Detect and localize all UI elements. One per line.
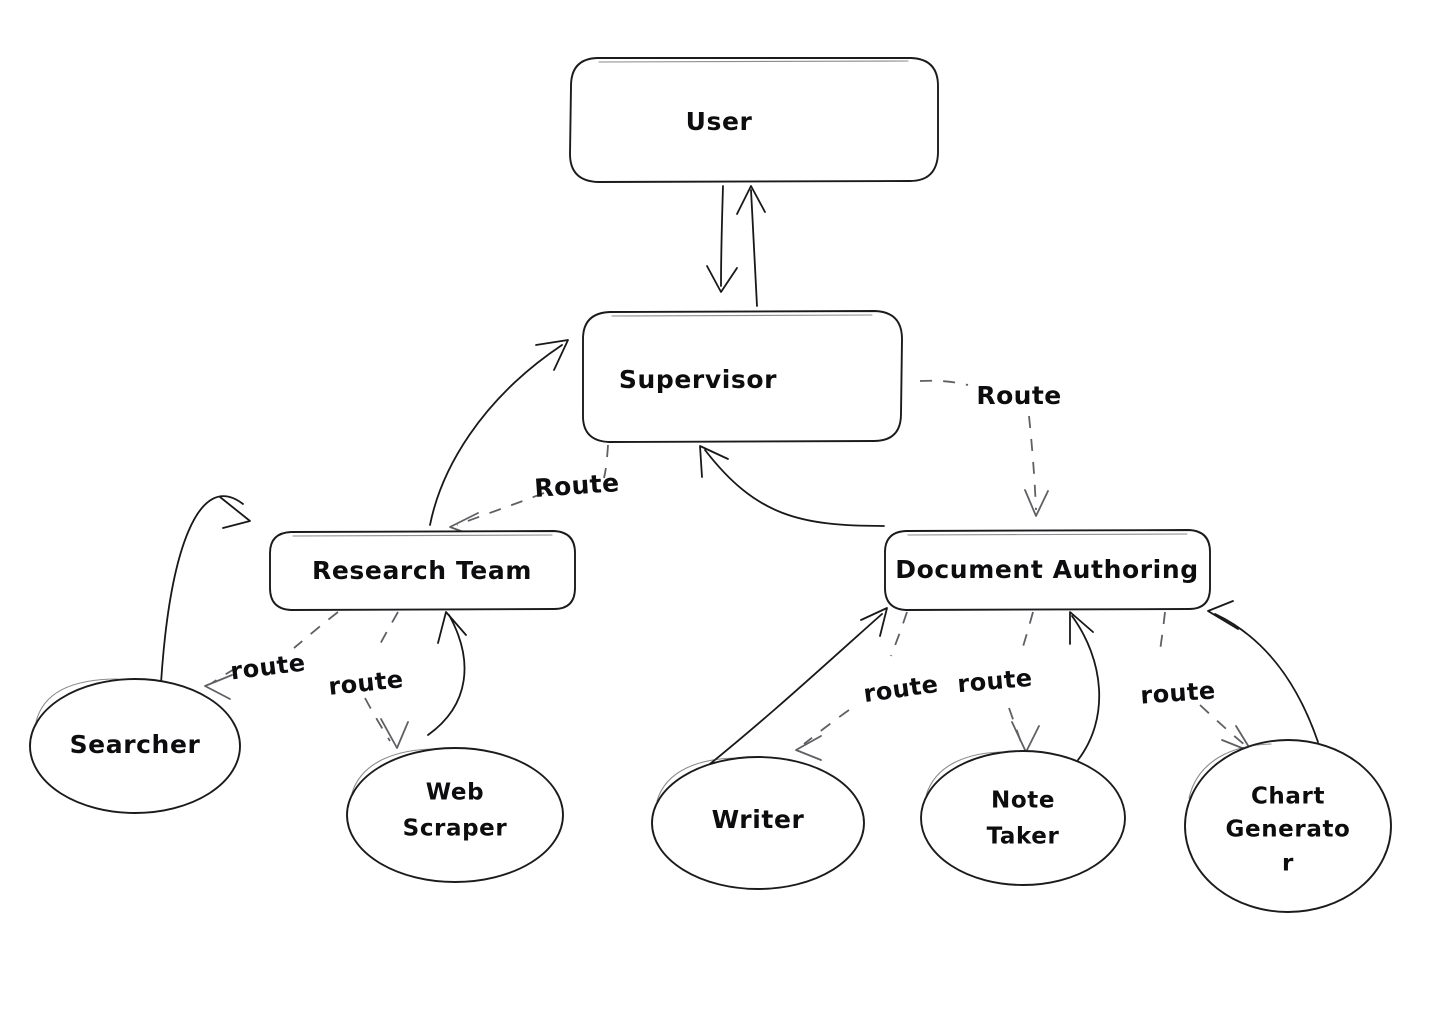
edge-searcher-to-research[interactable] — [159, 495, 251, 701]
edge-supervisor-to-user[interactable] — [736, 185, 766, 307]
node-note-taker-label-line2: Taker — [987, 824, 1060, 850]
edge-label-route-research-scraper: route — [327, 665, 405, 701]
node-chart-generator[interactable]: Chart Generato r — [1184, 739, 1392, 913]
node-searcher-label: Searcher — [70, 730, 201, 759]
edge-research-to-searcher[interactable] — [204, 611, 339, 700]
node-supervisor[interactable]: Supervisor — [582, 310, 903, 443]
node-user[interactable]: User — [569, 57, 939, 183]
edge-label-route-research-searcher: route — [229, 649, 307, 686]
edge-authoring-to-writer[interactable] — [795, 611, 908, 761]
node-web-scraper[interactable]: Web Scraper — [346, 747, 564, 883]
node-research-team[interactable]: Research Team — [269, 530, 576, 611]
edge-label-route-authoring-notetaker: route — [956, 664, 1033, 698]
node-document-authoring-label: Document Authoring — [895, 555, 1198, 584]
edge-label-route-supervisor-research: Route — [533, 468, 620, 503]
edge-notetaker-to-authoring[interactable] — [1069, 611, 1101, 761]
node-web-scraper-label-line2: Scraper — [403, 816, 508, 842]
node-web-scraper-label-line1: Web — [426, 780, 484, 806]
node-writer-label: Writer — [712, 805, 805, 834]
edge-writer-to-authoring[interactable] — [699, 607, 888, 773]
node-document-authoring[interactable]: Document Authoring — [884, 529, 1211, 611]
node-research-team-label: Research Team — [312, 556, 532, 585]
edge-label-route-authoring-chartgen: route — [1139, 676, 1216, 709]
edge-scraper-to-research[interactable] — [427, 611, 467, 736]
node-chart-generator-label-line3: r — [1282, 851, 1294, 877]
node-writer[interactable]: Writer — [651, 756, 865, 890]
node-user-label: User — [686, 107, 753, 136]
edge-label-route-supervisor-authoring: Route — [976, 381, 1061, 410]
node-note-taker-label-line1: Note — [991, 788, 1055, 814]
edge-research-to-supervisor[interactable] — [429, 339, 569, 526]
node-chart-generator-label-line1: Chart — [1251, 784, 1325, 810]
edge-research-to-scraper[interactable] — [364, 611, 409, 749]
node-supervisor-label: Supervisor — [619, 365, 777, 394]
edge-label-route-authoring-writer: route — [862, 670, 940, 708]
edge-authoring-to-supervisor[interactable] — [699, 445, 885, 527]
edge-user-to-supervisor[interactable] — [706, 185, 738, 293]
node-chart-generator-label-line2: Generato — [1226, 817, 1351, 843]
edge-chartgen-to-authoring[interactable] — [1207, 600, 1319, 743]
edge-supervisor-to-authoring[interactable] — [919, 379, 1049, 517]
node-searcher[interactable]: Searcher — [29, 678, 241, 814]
node-note-taker[interactable]: Note Taker — [920, 750, 1126, 886]
